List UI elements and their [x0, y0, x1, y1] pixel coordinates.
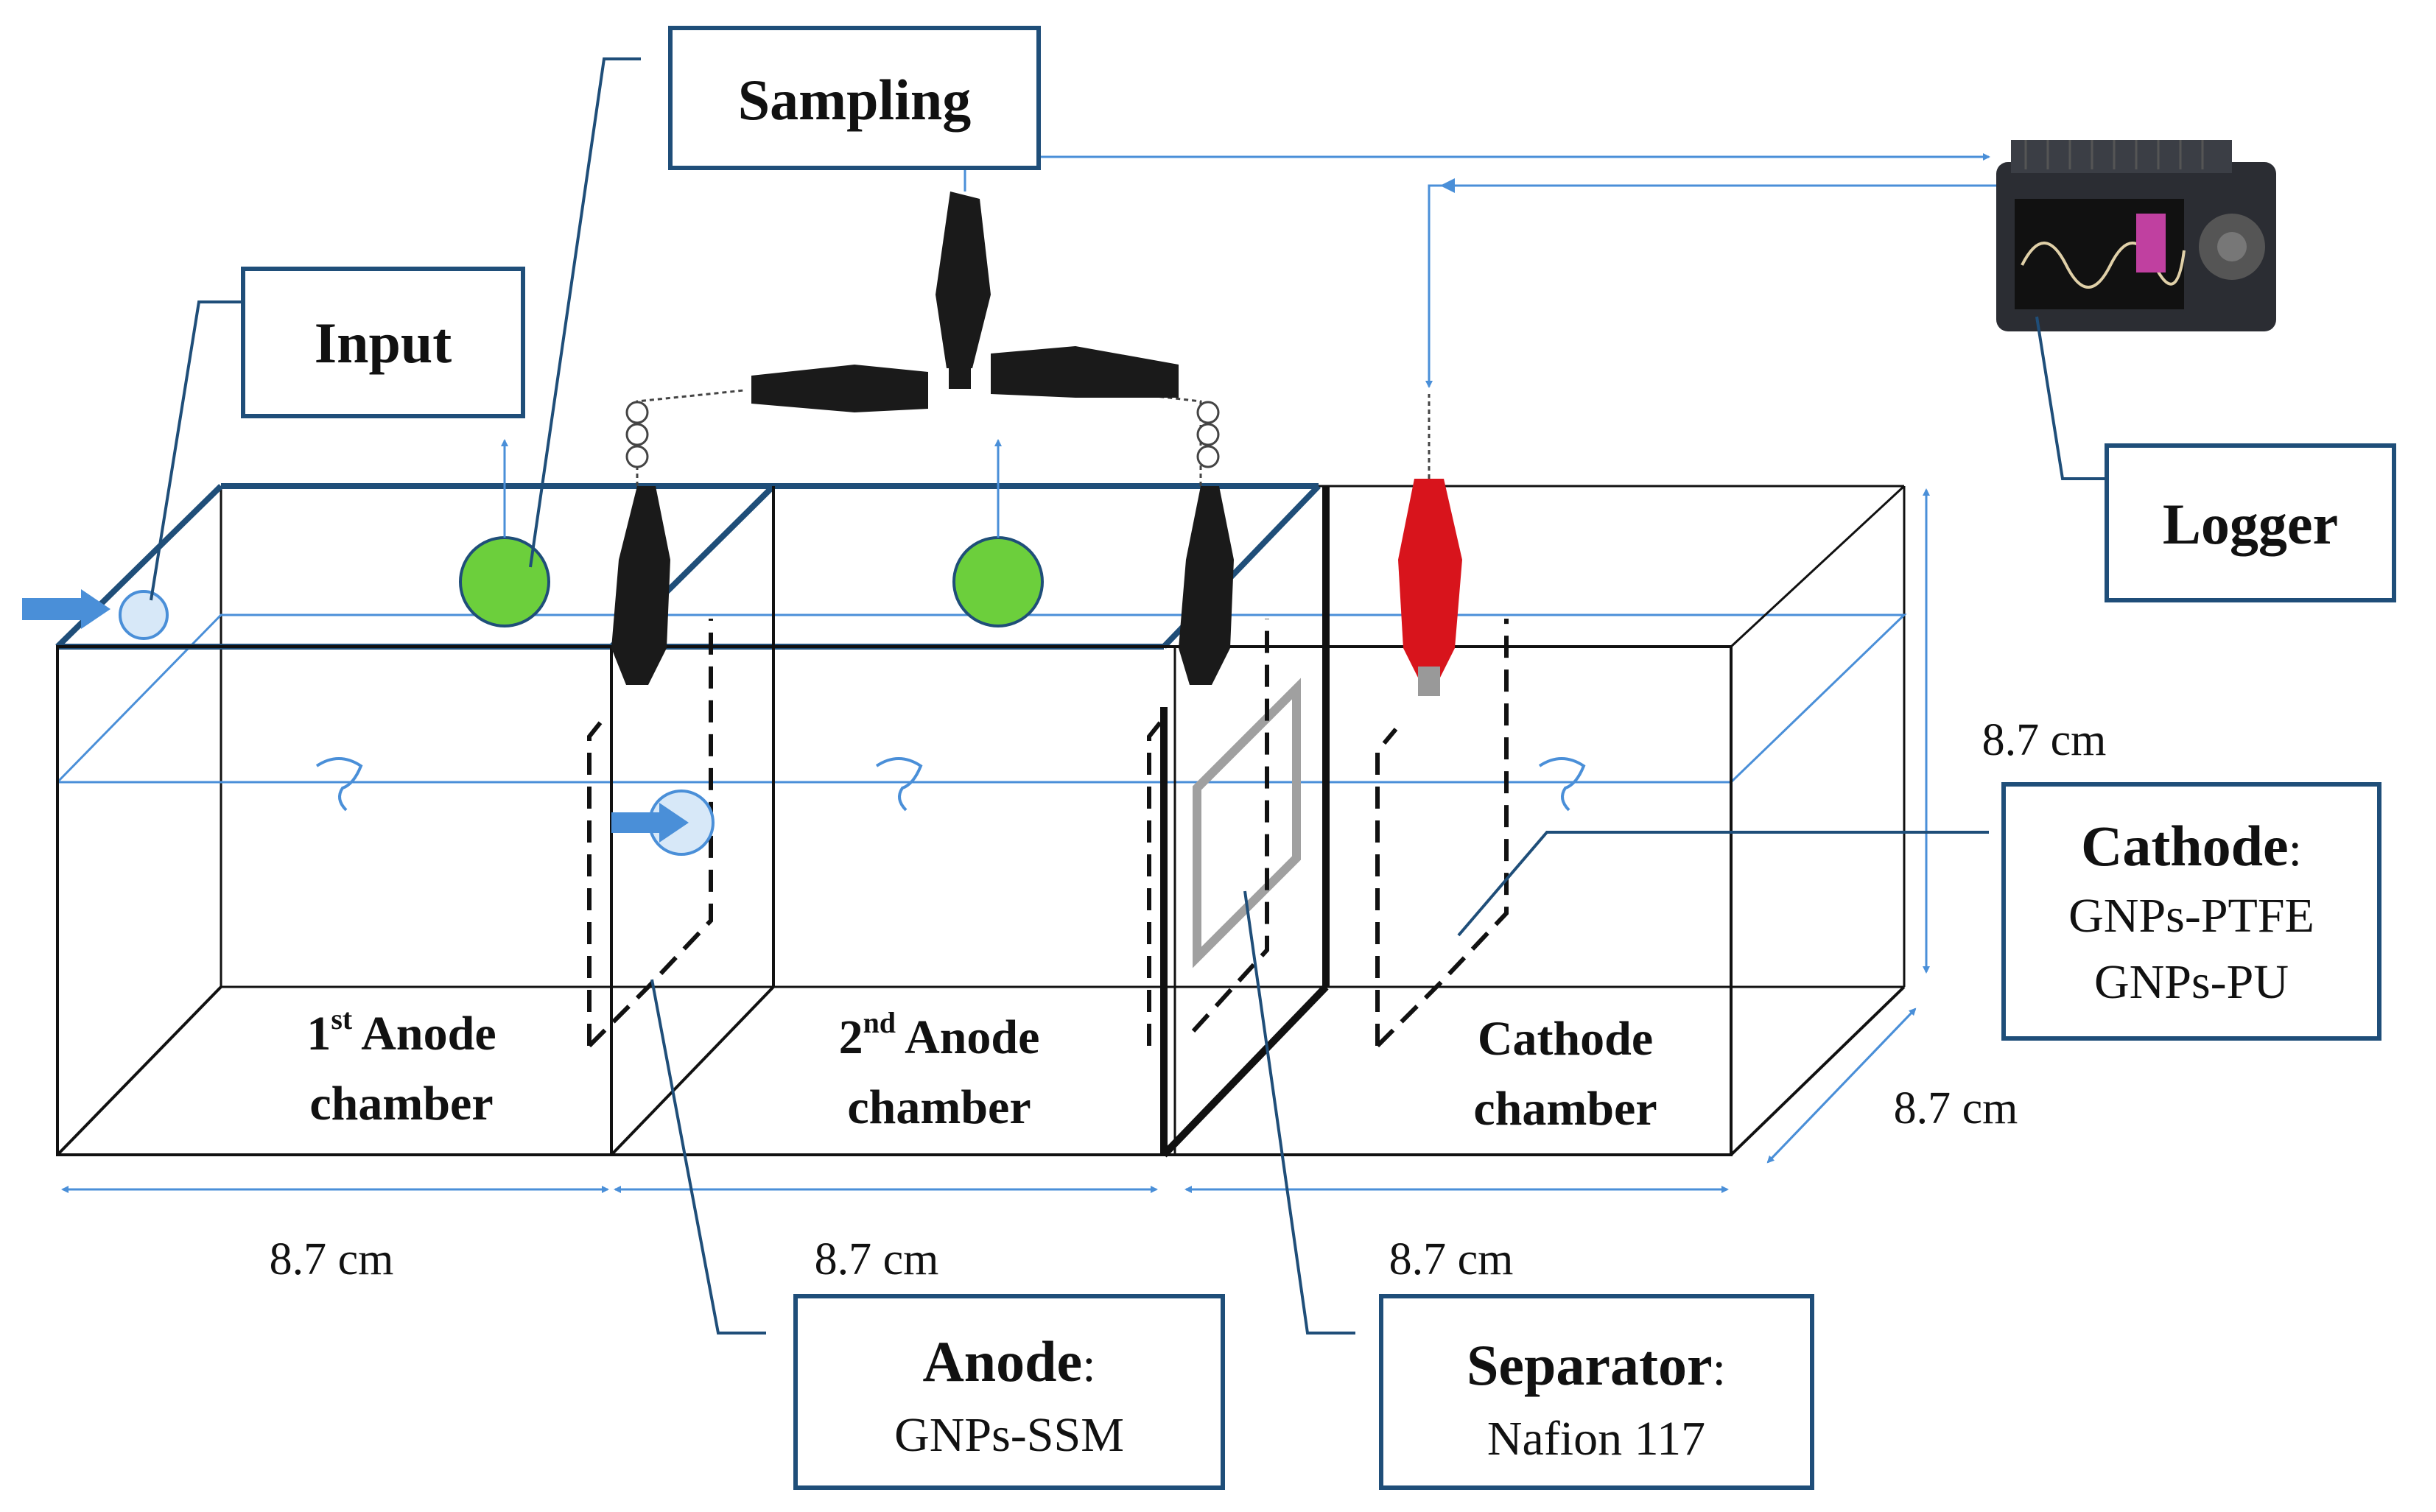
cathode-label-line1: GNPs-PTFE [2068, 889, 2314, 943]
water-level [56, 613, 1907, 784]
alligator-clip-icon [611, 191, 1234, 685]
input-label-box [241, 267, 525, 418]
dim-depth: 8.7 cm [1894, 1083, 2018, 1133]
chamber1-label-line2: chamber [309, 1077, 493, 1131]
anode-label-box [793, 1294, 1225, 1490]
separator-label-title: Separator: [1467, 1333, 1726, 1397]
separator-wall [1160, 486, 1330, 1158]
cathode-label-title: Cathode: [2081, 814, 2302, 878]
input-label: Input [315, 311, 452, 375]
sampling-port-icon [459, 536, 550, 627]
separator-label-line1: Nafion 117 [1487, 1412, 1705, 1466]
anode-label-title: Anode: [922, 1329, 1095, 1393]
separator-label-box [1379, 1294, 1814, 1490]
tank-front [56, 486, 1906, 1156]
dim-width-1: 8.7 cm [270, 1234, 394, 1284]
separator-membrane [1193, 678, 1301, 968]
dim-width-3: 8.7 cm [1389, 1234, 1514, 1284]
leader-lines [150, 57, 2107, 1335]
cathode-label-box [2001, 782, 2381, 1041]
dim-width-2: 8.7 cm [815, 1234, 939, 1284]
input-port [119, 590, 169, 640]
sampling-label-box [668, 26, 1041, 170]
cathode-clip-icon [1398, 479, 1462, 696]
tank-lid-thin [1164, 485, 1906, 648]
wires [636, 389, 1431, 486]
cathode-electrode [1375, 619, 1509, 1048]
logger-label: Logger [2163, 492, 2338, 556]
dim-height: 8.7 cm [1982, 715, 2107, 765]
data-logger-icon [1996, 140, 2276, 331]
chamber2-label-line2: chamber [847, 1080, 1031, 1134]
logger-connections [963, 153, 1996, 388]
input-arrow-icon [22, 589, 110, 629]
logger-arrow-head [1440, 178, 1455, 193]
logger-label-box [2105, 443, 2396, 602]
chamber3-label-line1: Cathode [1478, 1012, 1653, 1066]
dimension-arrows [61, 488, 1930, 1193]
sampling-label: Sampling [738, 68, 971, 132]
tank-lid [55, 483, 1321, 650]
flow-arrow-icon [611, 803, 689, 843]
stirrer-icon [315, 757, 1586, 812]
sampling-port-icon [952, 536, 1044, 627]
anode-label-line1: GNPs-SSM [894, 1408, 1124, 1462]
cathode-label-line2: GNPs-PU [2094, 955, 2289, 1009]
chamber3-label-line2: chamber [1473, 1082, 1657, 1136]
anode-electrode-1 [587, 619, 713, 1048]
resistor-icon [625, 401, 1220, 468]
anode-electrode-2 [1147, 619, 1269, 1046]
